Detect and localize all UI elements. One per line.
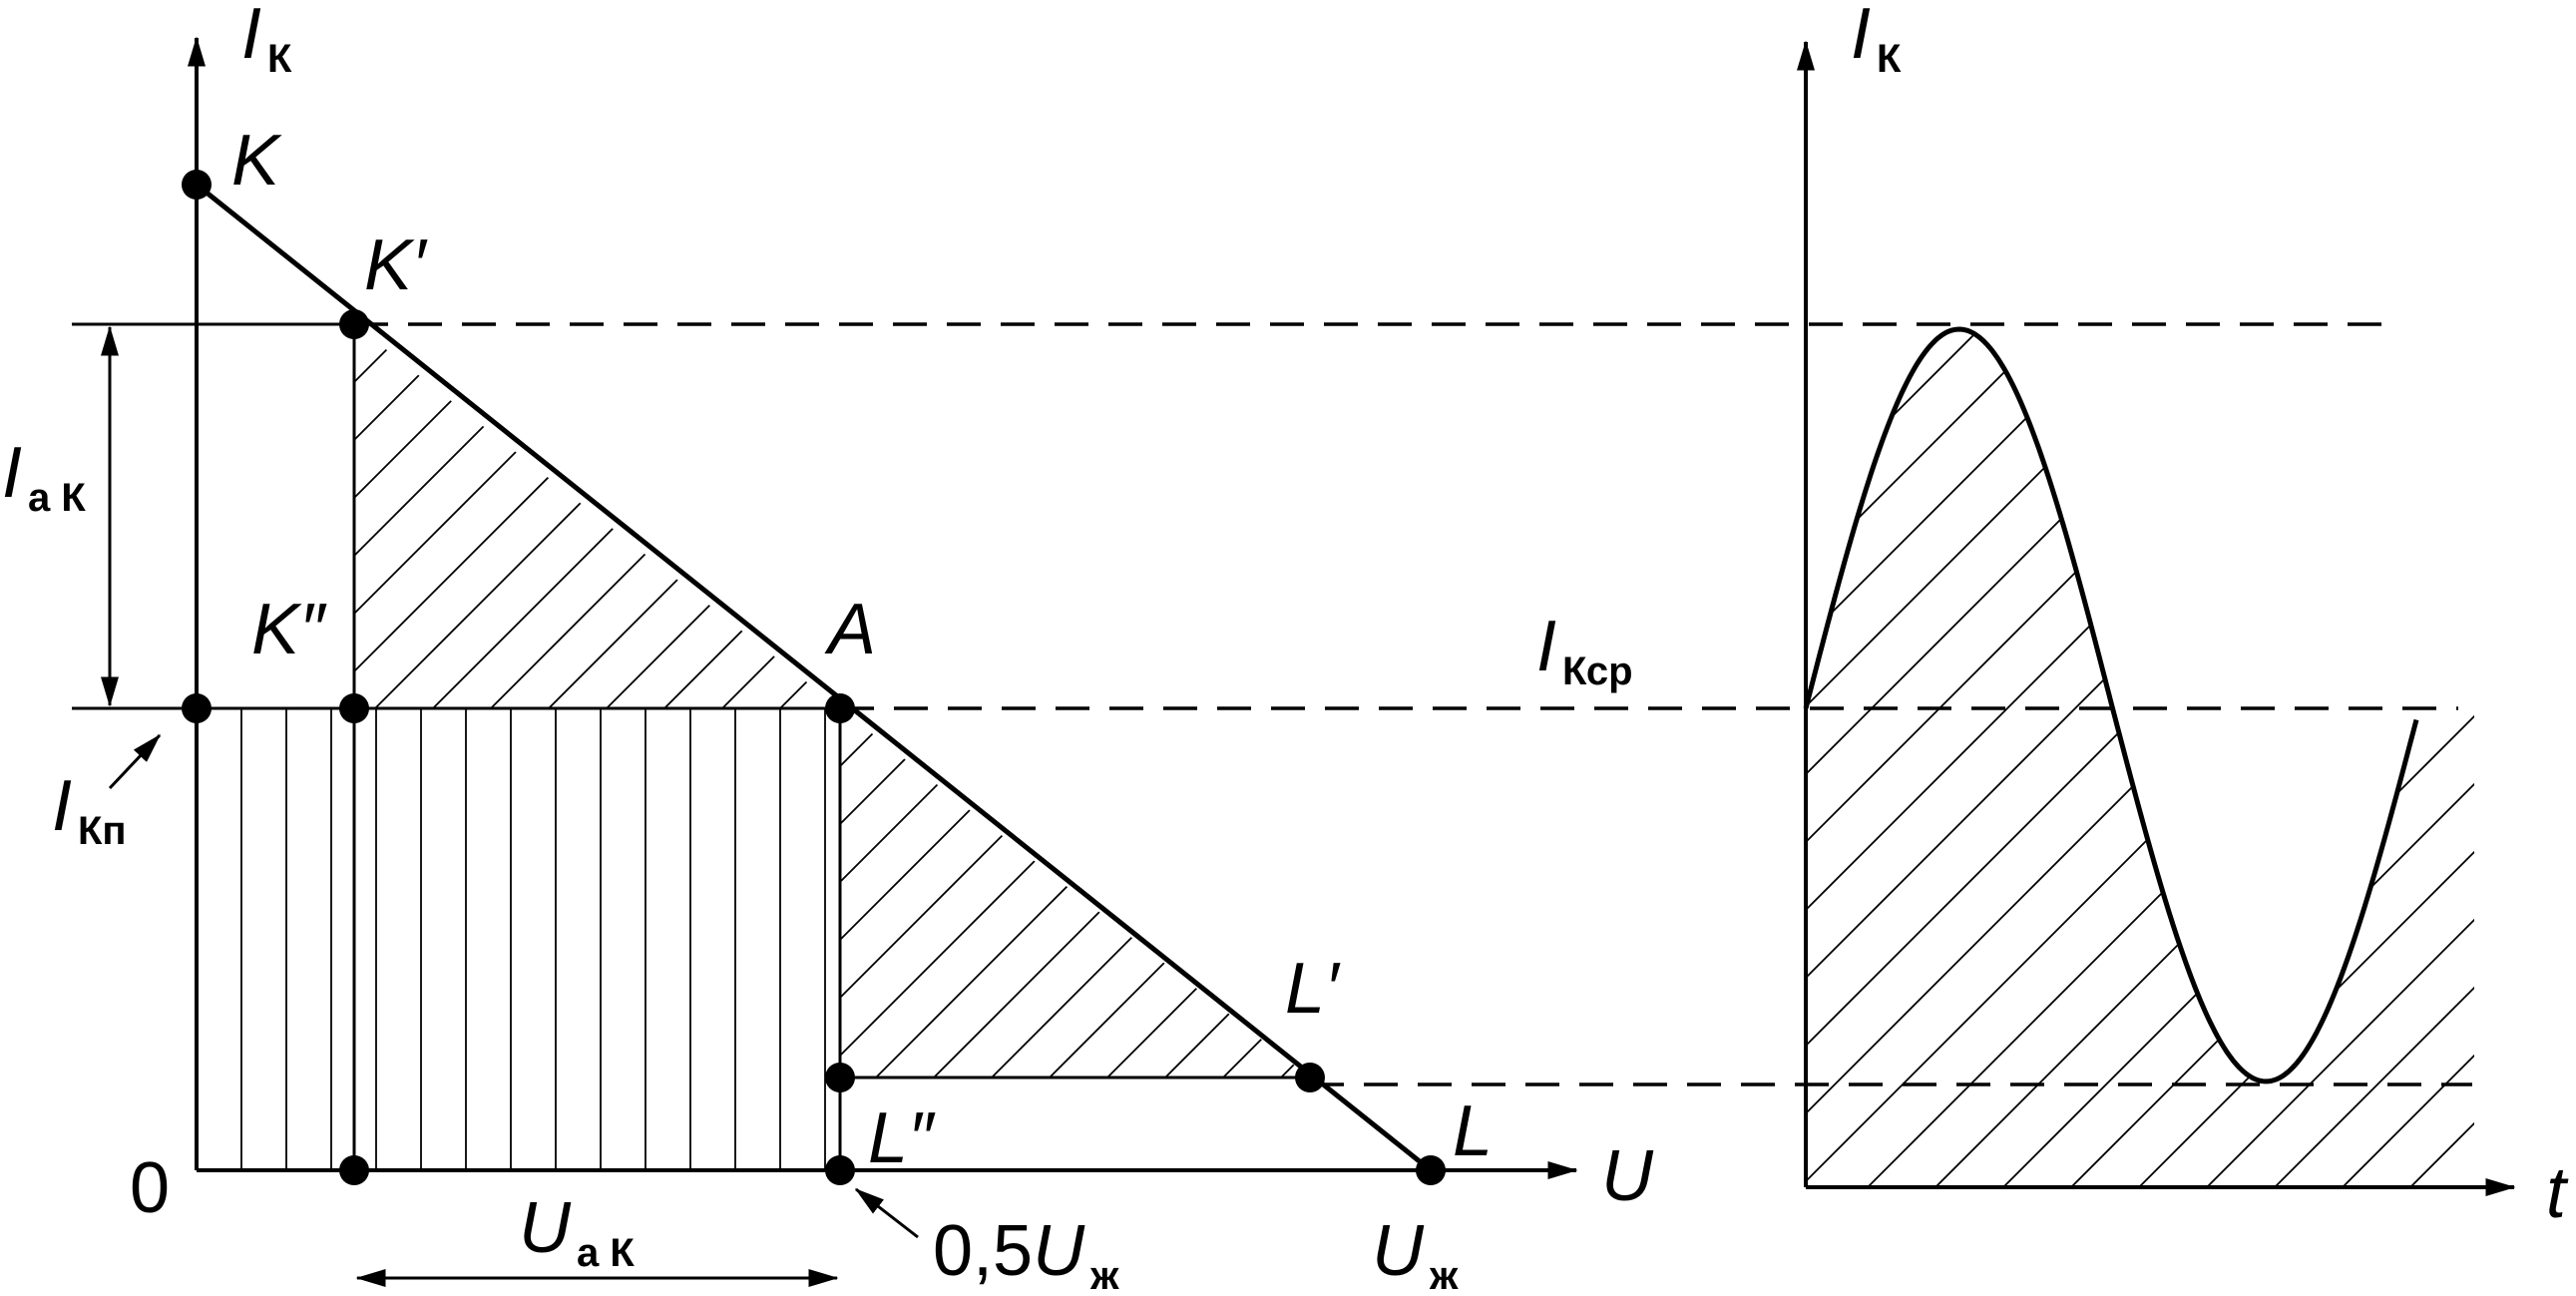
diagonal-hatch-line (840, 708, 841, 1078)
point-k-dprime (339, 693, 369, 723)
diagonal-hatch-line (837, 324, 840, 708)
point-k-base (339, 1155, 369, 1185)
diagonal-hatch-line (1012, 324, 1396, 708)
diagonal-hatch-line (1628, 708, 1997, 1078)
label-l-dprime: L″ (868, 1098, 936, 1178)
lower-triangle-hatch (840, 708, 1997, 1078)
origin-label: 0 (130, 1148, 170, 1228)
diagonal-hatch-line (2274, 329, 2474, 1187)
diagonal-hatch-line (1806, 329, 2474, 1187)
diagonal-hatch-line (2002, 329, 2474, 1187)
diagonal-hatch-line (1127, 324, 1511, 708)
diagonal-hatch-line (1806, 329, 2474, 1187)
diagonal-hatch-line (840, 708, 1130, 1078)
label-l-prime: L′ (1285, 949, 1341, 1029)
diagonal-hatch-line (1397, 708, 1766, 1078)
current-waveform (1803, 326, 2419, 1084)
diagonal-hatch-line (1806, 329, 2474, 1187)
diagonal-hatch-line (840, 708, 1015, 1078)
diagonal-hatch-line (1164, 708, 1310, 1078)
diagonal-hatch-line (954, 324, 1338, 708)
diagonal-hatch-line (896, 324, 1280, 708)
point-a (825, 693, 855, 723)
diagonal-hatch-line (1806, 329, 2350, 1187)
diagonal-hatch-line (1806, 329, 1875, 1187)
label-l: L (1453, 1091, 1493, 1171)
diagonal-hatch-line (606, 324, 840, 708)
diagonal-hatch-line (1806, 329, 2078, 1187)
left-x-axis-label: U (1601, 1136, 1654, 1216)
point-k (182, 170, 212, 200)
diagonal-hatch-line (1222, 708, 1310, 1078)
diagonal-hatch-line (2546, 299, 2576, 1187)
right-x-axis-label: t (2546, 1153, 2569, 1233)
label-k-prime: K′ (364, 225, 428, 305)
diagonal-hatch-line (2409, 329, 2474, 1187)
upper-triangle-hatch (354, 324, 1569, 708)
diagonal-hatch-line (1806, 329, 1807, 1187)
diagonal-hatch-line (1806, 329, 1942, 1187)
diagonal-hatch-line (1806, 329, 2417, 1187)
diagonal-hatch-line (875, 708, 1246, 1078)
diagonal-hatch-line (1867, 329, 2474, 1187)
point-k-prime (339, 309, 369, 339)
diagonal-hatch-line (432, 324, 818, 708)
label-k-dprime: K″ (251, 590, 327, 669)
diagonal-hatch-line (354, 324, 529, 708)
diagonal-hatch-line (2070, 329, 2474, 1187)
load-line (195, 183, 1433, 1172)
diagonal-hatch-line (1806, 329, 2146, 1187)
diagonal-hatch-line (1806, 329, 2474, 1187)
label-k: K (231, 121, 282, 201)
vertical-hatch-region (196, 708, 826, 1170)
diagonal-hatch-line (374, 324, 760, 708)
diagonal-hatch-line (840, 708, 957, 1078)
point-half-uzh (825, 1155, 855, 1185)
diagonal-hatch-line (2342, 329, 2474, 1187)
point-i-kp (182, 693, 212, 723)
diagonal-hatch-line (1455, 708, 1824, 1078)
diagonal-hatch-line (1806, 329, 2282, 1187)
diagonal-hatch-line (840, 708, 1188, 1078)
diagonal-hatch-line (1339, 708, 1708, 1078)
half-uzh-pointer-arrow (854, 1187, 919, 1239)
diagonal-hatch-line (354, 324, 702, 708)
diagonal-hatch-line (2206, 329, 2474, 1187)
i-kp-pointer-arrow (108, 733, 162, 790)
diagonal-hatch-line (1806, 329, 2214, 1187)
diagonal-hatch-line (354, 324, 471, 708)
diagonal-hatch-line (663, 324, 840, 708)
diagonal-hatch-line (490, 324, 840, 708)
diagonal-hatch-line (840, 708, 899, 1078)
point-l-prime (1295, 1063, 1325, 1092)
diagonal-hatch-line (1070, 324, 1454, 708)
point-l (1416, 1155, 1446, 1185)
label-a: A (824, 590, 876, 669)
waveform-hatch-region (1806, 299, 2576, 1187)
diagonal-hatch-line (1049, 708, 1310, 1078)
diagonal-hatch-line (2478, 299, 2576, 1187)
diagonal-hatch-line (840, 708, 1073, 1078)
point-l-dprime-upper (825, 1063, 855, 1092)
diagonal-hatch-line (1806, 329, 2010, 1187)
diagonal-hatch-line (1512, 708, 1882, 1078)
diagonal-hatch-line (1185, 324, 1569, 708)
